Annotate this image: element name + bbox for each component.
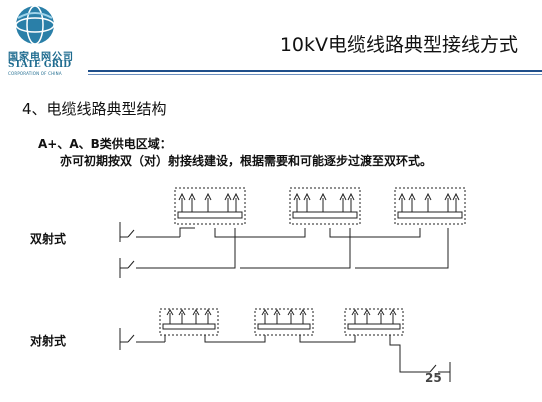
logo-name-en: STATE GRID (8, 60, 72, 70)
slide-title: 10kV电缆线路典型接线方式 (279, 34, 518, 56)
remote-source-switch (429, 362, 451, 382)
section-heading: 4、电缆线路典型结构 (22, 100, 167, 118)
paired-feeder-line-2 (204, 335, 266, 343)
feeder-line-2c (355, 228, 449, 269)
paired-station-1 (159, 308, 219, 336)
source-switch-top (119, 222, 180, 242)
region-line: A+、A、B类供电区域： (38, 137, 172, 151)
source-switch-paired (119, 328, 165, 350)
description-line: 亦可初期按双（对）射接线建设，根据需要和可能逐步过渡至双环式。 (60, 154, 433, 168)
double-radial-label: 双射式 (30, 232, 67, 246)
paired-station-3 (344, 308, 404, 336)
paired-station-2 (254, 308, 314, 336)
feeder-line-1b (214, 228, 306, 238)
paired-feeder-line-3 (299, 335, 356, 343)
state-grid-logo-icon (15, 5, 55, 45)
switch-station-1 (174, 187, 246, 225)
page-number: 25 (425, 371, 442, 385)
feeder-line-2b (240, 228, 351, 269)
title-underline (88, 70, 542, 72)
logo-subtitle: CORPORATION OF CHINA (8, 71, 62, 76)
switch-station-3 (394, 187, 466, 225)
source-switch-bottom (119, 258, 180, 278)
paired-feeder-line-4 (389, 335, 430, 373)
feeder-line-1 (179, 227, 195, 237)
feeder-line-1c (329, 228, 421, 238)
title-underline-thin (88, 74, 542, 75)
switch-station-2 (289, 187, 361, 225)
logo-name-cn: 国家电网公司 (8, 52, 74, 63)
feeder-line-2 (180, 228, 236, 269)
paired-radial-label: 对射式 (30, 334, 67, 348)
